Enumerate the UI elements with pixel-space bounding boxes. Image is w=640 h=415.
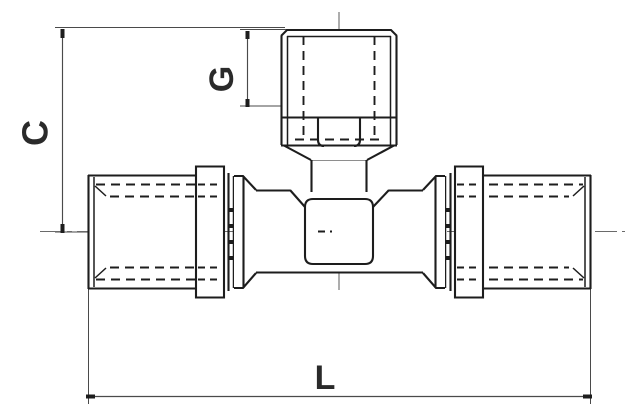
left-chamfer-bottom [94,267,107,279]
left-shoulder-fill [234,176,256,288]
center-body [256,189,423,274]
right-flange-outline [453,165,485,299]
vertical-branch-nut [280,28,398,148]
right-oring-tick-4 [445,256,450,260]
right-oring-tick-1 [445,208,450,212]
left-oring-tick-4 [229,256,234,260]
dim-tick-c-bottom [60,224,65,233]
dimension-l: L [86,359,592,399]
dim-label-g: G [203,66,241,92]
center-taper-right [372,189,390,208]
branch-nut-top-chamfer [280,28,398,37]
left-oring-tick-3 [229,240,234,244]
right-chamfer-top [572,185,585,197]
dim-tick-g-bottom [245,99,250,107]
right-press-end [469,174,592,290]
left-press-end [87,174,209,290]
left-flange-fill [196,166,224,298]
right-oring-tick-3 [445,240,450,244]
left-bead-flange [194,165,235,299]
right-oring-tick-2 [445,224,450,228]
left-oring-tick-2 [229,224,234,228]
right-chamfer-bottom [572,267,585,279]
branch-skirt-left [282,144,312,161]
center-taper-left [289,189,306,208]
left-flange-outline [194,165,226,299]
dim-tick-g-top [245,31,250,39]
right-flange-fill [455,166,483,298]
dimension-c: C [15,29,65,233]
left-chamfer-top [94,185,107,197]
right-bead-flange [444,165,485,299]
center-bore [303,197,375,266]
right-socket-fill [469,176,590,288]
right-shoulder-fill [423,176,445,288]
dim-label-c: C [15,120,56,146]
branch-nut-fill [281,30,397,145]
dimension-g: G [203,31,250,107]
dim-tick-l-right [583,394,592,399]
dim-label-l: L [315,359,336,397]
branch-neck-fill [311,160,367,192]
dim-tick-c-top [60,29,65,38]
dim-tick-l-left [86,394,95,399]
left-socket-fill [88,176,209,288]
center-body-fill [256,190,423,273]
right-shoulder [422,174,445,290]
left-oring-tick-1 [229,208,234,212]
left-shoulder [234,174,257,290]
vertical-branch-neck [282,144,396,192]
branch-skirt-right [366,144,396,161]
branch-skirt-fill [283,145,395,160]
